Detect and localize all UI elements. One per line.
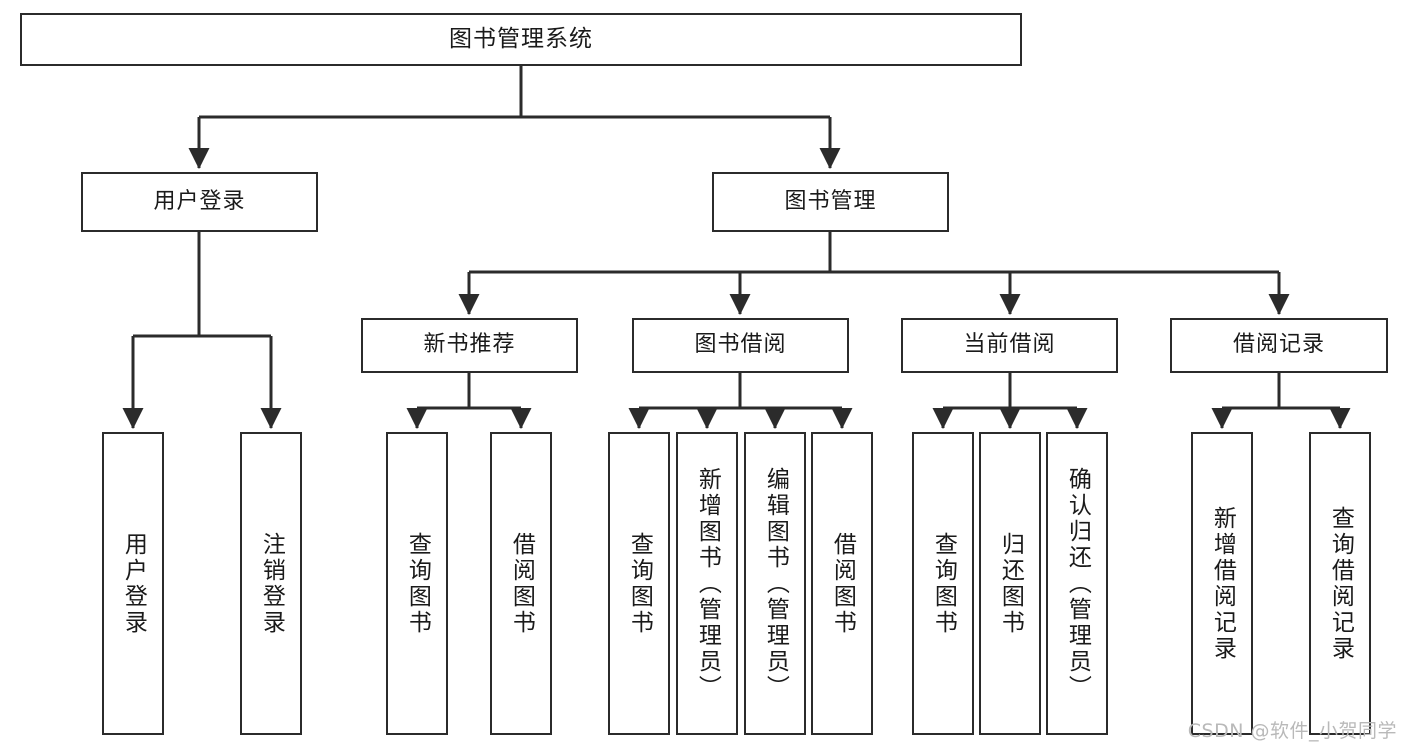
leaf-book-borrow-edit-book-admin[interactable]: 编辑图书（管理员） [744, 432, 806, 735]
leaf-book-borrow-query-book[interactable]: 查询图书 [608, 432, 670, 735]
node-label: 借阅图书 [508, 531, 535, 636]
node-label: 查询图书 [930, 531, 957, 636]
leaf-user-login-logout[interactable]: 注销登录 [240, 432, 302, 735]
leaf-borrow-record-query-record[interactable]: 查询借阅记录 [1309, 432, 1371, 735]
node-label: 当前借阅 [963, 332, 1056, 358]
node-label: 新增借阅记录 [1209, 505, 1236, 662]
node-book-management[interactable]: 图书管理 [712, 172, 949, 232]
node-label: 新增图书（管理员） [694, 466, 721, 701]
leaf-new-book-borrow-book[interactable]: 借阅图书 [490, 432, 552, 735]
node-root-book-management-system[interactable]: 图书管理系统 [20, 13, 1022, 66]
leaf-current-borrow-return-book[interactable]: 归还图书 [979, 432, 1041, 735]
node-label: 借阅记录 [1232, 332, 1325, 358]
leaf-borrow-record-add-record[interactable]: 新增借阅记录 [1191, 432, 1253, 735]
node-label: 图书管理 [784, 188, 877, 214]
node-label: 借阅图书 [829, 531, 856, 636]
node-label: 确认归还（管理员） [1064, 466, 1091, 701]
node-label: 编辑图书（管理员） [762, 466, 789, 701]
node-new-book-recommend[interactable]: 新书推荐 [361, 318, 578, 373]
node-label: 图书管理系统 [449, 25, 593, 52]
node-user-login[interactable]: 用户登录 [81, 172, 318, 232]
leaf-book-borrow-borrow-book[interactable]: 借阅图书 [811, 432, 873, 735]
node-label: 注销登录 [258, 531, 285, 636]
node-book-borrow[interactable]: 图书借阅 [632, 318, 849, 373]
leaf-new-book-query-book[interactable]: 查询图书 [386, 432, 448, 735]
node-current-borrow[interactable]: 当前借阅 [901, 318, 1118, 373]
node-label: 归还图书 [997, 531, 1024, 636]
leaf-current-borrow-confirm-return-admin[interactable]: 确认归还（管理员） [1046, 432, 1108, 735]
node-borrow-record[interactable]: 借阅记录 [1170, 318, 1388, 373]
node-label: 查询图书 [626, 531, 653, 636]
node-label: 查询图书 [404, 531, 431, 636]
node-label: 查询借阅记录 [1327, 505, 1354, 662]
node-label: 图书借阅 [694, 332, 787, 358]
node-label: 用户登录 [153, 188, 246, 214]
leaf-current-borrow-query-book[interactable]: 查询图书 [912, 432, 974, 735]
leaf-book-borrow-add-book-admin[interactable]: 新增图书（管理员） [676, 432, 738, 735]
node-label: 用户登录 [120, 531, 147, 636]
leaf-user-login-login[interactable]: 用户登录 [102, 432, 164, 735]
node-label: 新书推荐 [423, 332, 516, 358]
